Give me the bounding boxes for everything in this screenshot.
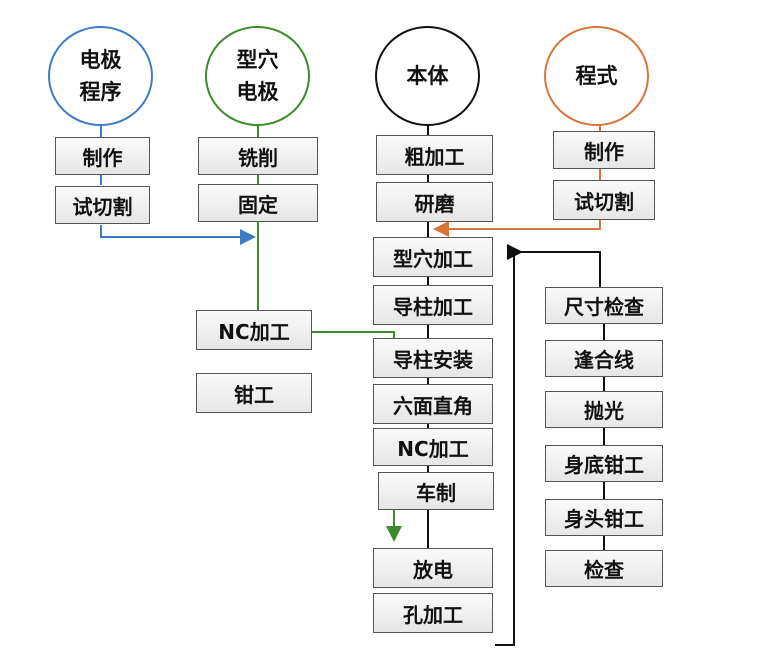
step-nc-machining-electrode: NC加工 bbox=[196, 310, 312, 350]
step-final-check: 检查 bbox=[545, 550, 663, 587]
circle-cavity-electrode: 型穴电极 bbox=[205, 26, 310, 126]
step-program-test-cut: 试切割 bbox=[553, 180, 655, 220]
step-head-fitting: 身头钳工 bbox=[545, 499, 663, 536]
step-seam-line: 逢合线 bbox=[545, 340, 663, 377]
step-electrode-test-cut: 试切割 bbox=[55, 186, 150, 224]
circle-body: 本体 bbox=[375, 26, 480, 126]
step-fixing: 固定 bbox=[198, 184, 318, 222]
circle-text: 本体 bbox=[406, 64, 449, 88]
connector-green-to-body bbox=[312, 331, 395, 338]
circle-text: 电极 bbox=[236, 80, 279, 104]
step-program-make: 制作 bbox=[553, 131, 655, 169]
step-nc-machining-body: NC加工 bbox=[373, 428, 493, 466]
circle-electrode-program: 电极程序 bbox=[48, 26, 153, 126]
step-rough-machining: 粗加工 bbox=[376, 135, 493, 175]
circle-text: 电极 bbox=[79, 48, 122, 72]
step-bottom-fitting: 身底钳工 bbox=[545, 445, 663, 482]
step-cavity-machining: 型穴加工 bbox=[373, 237, 493, 277]
step-fitter: 钳工 bbox=[196, 373, 312, 413]
connector-orange-to-body bbox=[433, 220, 601, 237]
connector-black-loop bbox=[495, 244, 523, 646]
circle-program: 程式 bbox=[544, 26, 649, 126]
connector-blue-to-cavity bbox=[100, 225, 256, 245]
step-electrode-make: 制作 bbox=[55, 137, 150, 175]
circle-text: 程式 bbox=[575, 64, 618, 88]
step-milling: 铣削 bbox=[198, 137, 318, 175]
step-hole-machining: 孔加工 bbox=[373, 593, 493, 633]
step-six-face-square: 六面直角 bbox=[373, 384, 493, 424]
step-edm: 放电 bbox=[373, 548, 493, 588]
circle-text: 程序 bbox=[79, 80, 122, 104]
step-guide-pillar-install: 导柱安装 bbox=[373, 338, 493, 378]
step-grinding: 研磨 bbox=[376, 182, 493, 222]
step-guide-pillar-machining: 导柱加工 bbox=[373, 285, 493, 325]
step-turning: 车制 bbox=[378, 472, 494, 510]
step-polishing: 抛光 bbox=[545, 391, 663, 428]
connector-finish-top bbox=[521, 251, 601, 287]
circle-text: 型穴 bbox=[236, 48, 279, 72]
step-dimension-check: 尺寸检查 bbox=[545, 287, 663, 324]
